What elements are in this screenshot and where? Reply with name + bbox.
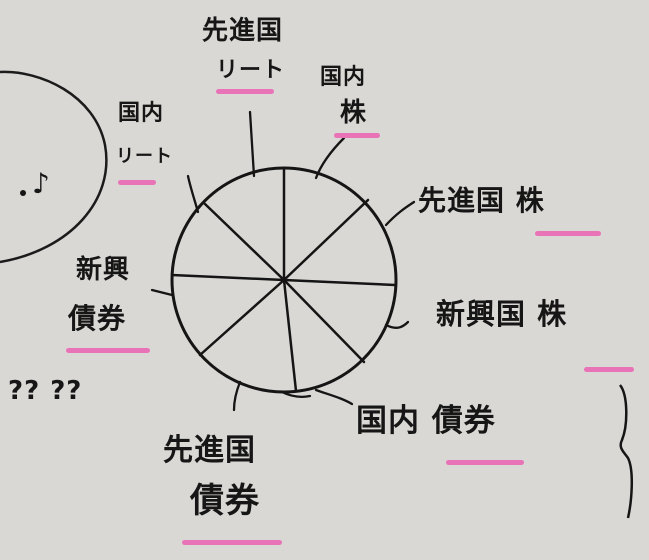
- label-developed-bond-line2: 債券: [190, 481, 260, 521]
- curly-brace: [618, 384, 633, 519]
- label-developed-bond-line1: 先進国: [163, 433, 256, 468]
- label-emerging-bond-line2: 債券: [68, 302, 127, 335]
- label-developed-reit-line1: 先進国: [202, 16, 284, 46]
- label-emerging-bond-line1: 新興: [76, 255, 131, 285]
- label-developed-reit-line2: リート: [216, 58, 286, 83]
- label-domestic-stock-line2: 株: [340, 98, 368, 128]
- label-emerging-stock: 新興国 株: [436, 297, 568, 331]
- highlight-developed-reit: [216, 89, 274, 94]
- speech-bubble: [0, 70, 108, 264]
- ink-dot: [20, 190, 26, 196]
- highlight-developed-stock: [535, 231, 601, 236]
- music-note-icon: ♪: [32, 167, 51, 200]
- label-domestic-bond: 国内 債券: [356, 403, 496, 439]
- label-domestic-reit-line2: リート: [116, 146, 173, 167]
- highlight-developed-bond: [182, 540, 282, 545]
- highlight-domestic-stock: [334, 133, 380, 138]
- label-domestic-stock-line1: 国内: [320, 65, 367, 90]
- highlight-emerging-stock: [584, 367, 634, 372]
- leader-lines: [150, 110, 416, 412]
- highlight-emerging-bond: [66, 348, 150, 353]
- label-domestic-reit-line1: 国内: [118, 101, 165, 126]
- label-developed-stock: 先進国 株: [418, 184, 545, 217]
- pie-spokes: [170, 166, 397, 393]
- highlight-domestic-reit: [118, 180, 156, 185]
- highlight-domestic-bond: [446, 460, 524, 465]
- question-marks: ?? ??: [8, 376, 83, 406]
